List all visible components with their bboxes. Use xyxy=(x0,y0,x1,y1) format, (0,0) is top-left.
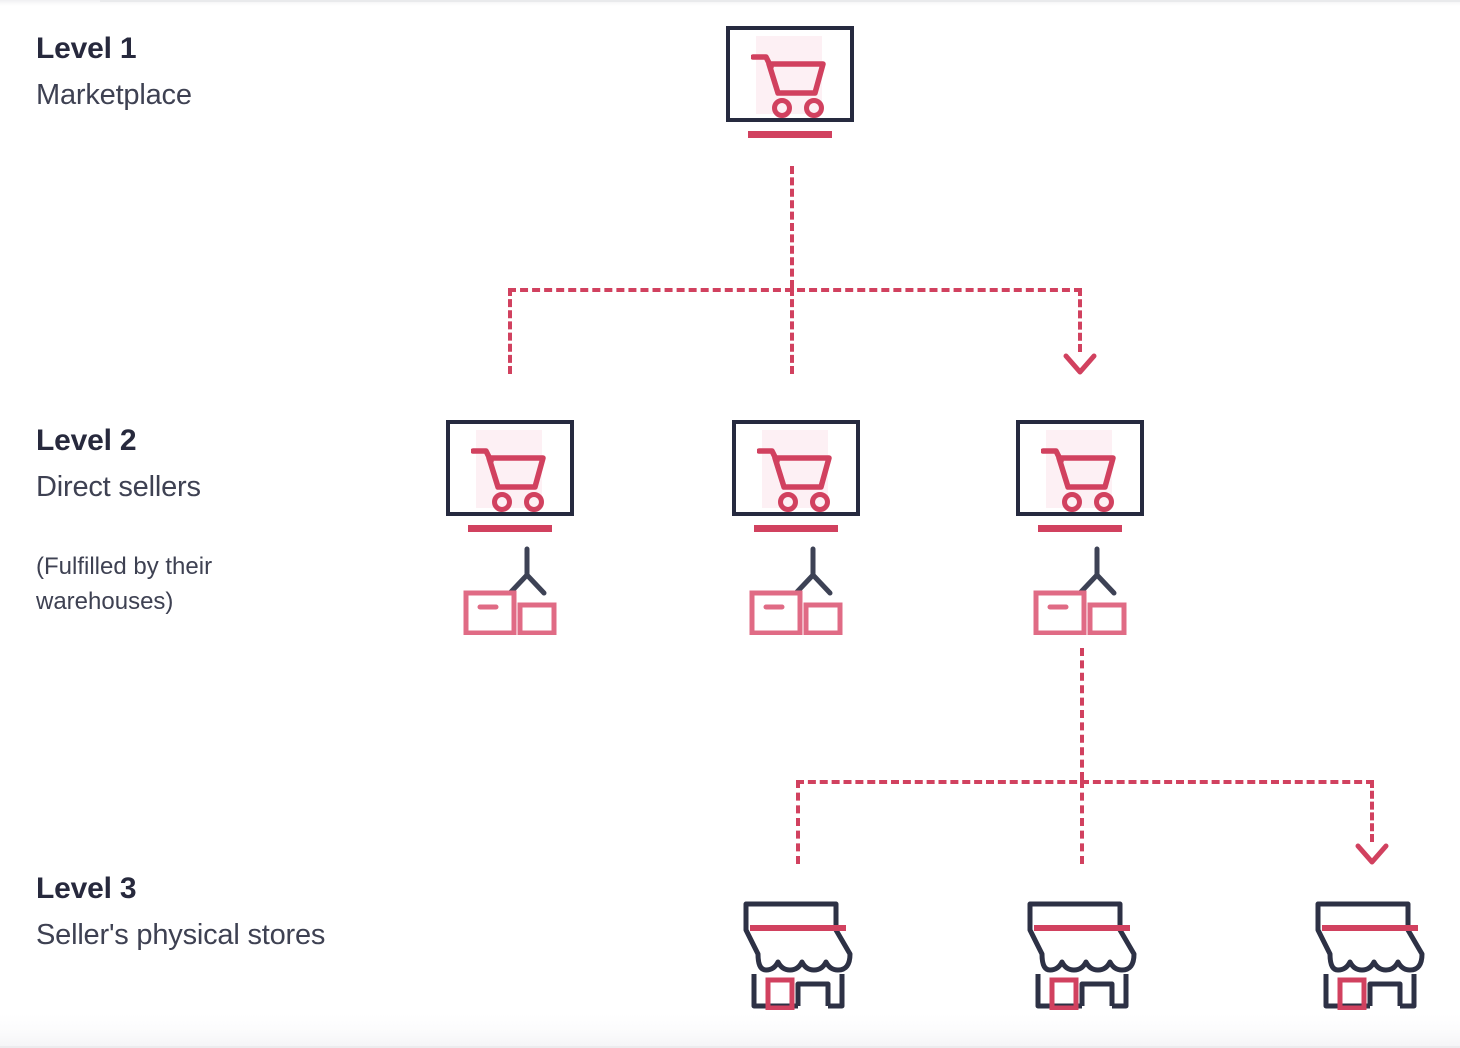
store-body-right xyxy=(1400,974,1417,1009)
level-3-node-2[interactable] xyxy=(1020,900,1148,1010)
level-3-title: Level 3 xyxy=(36,872,137,905)
level-2-warehouse-3[interactable] xyxy=(1032,545,1136,635)
level-2-note: (Fulfilled by their warehouses) xyxy=(36,553,213,615)
connector-upper-stem xyxy=(790,166,794,288)
connector-upper-branch-right xyxy=(1078,288,1082,352)
store-body-right xyxy=(828,974,845,1009)
arrow-down-icon xyxy=(1063,353,1097,375)
monitor-cart-icon xyxy=(732,420,860,538)
store-door xyxy=(795,981,831,1006)
shopping-cart-icon xyxy=(757,448,832,512)
storefront-icon xyxy=(1020,900,1148,1010)
page-bottom-band xyxy=(0,1014,1460,1048)
page-bottom-divider xyxy=(0,1046,1460,1048)
warehouse-icon xyxy=(462,545,566,635)
level-1-title: Level 1 xyxy=(36,32,137,65)
page-top-divider xyxy=(100,0,1460,2)
store-door xyxy=(1079,981,1115,1006)
level-3-label-group: Level 3 Seller's physical stores xyxy=(36,872,325,953)
connector-upper-bus xyxy=(508,288,1082,292)
shopping-cart-icon xyxy=(471,448,546,512)
level-1-subtitle: Marketplace xyxy=(36,78,192,111)
level-2-note-group: (Fulfilled by their warehouses) xyxy=(36,550,306,620)
level-2-node-2[interactable] xyxy=(732,420,860,538)
level-2-warehouse-1[interactable] xyxy=(462,545,566,635)
level-3-node-3[interactable] xyxy=(1308,900,1436,1010)
storefront-icon xyxy=(736,900,864,1010)
awning-shape xyxy=(1315,901,1425,973)
shopping-cart-icon xyxy=(751,54,826,118)
warehouse-shape xyxy=(463,546,557,635)
connector-lower-branch-left xyxy=(796,780,800,864)
warehouse-icon xyxy=(1032,545,1136,635)
awning-shape xyxy=(743,901,853,973)
level-3-node-1[interactable] xyxy=(736,900,864,1010)
monitor-stand xyxy=(468,525,552,532)
page-top-band xyxy=(0,0,1460,6)
warehouse-icon xyxy=(748,545,852,635)
level-2-node-1[interactable] xyxy=(446,420,574,538)
connector-upper-branch-center xyxy=(790,288,794,374)
awning-shape xyxy=(1027,901,1137,973)
level-1-node[interactable] xyxy=(726,26,854,144)
monitor-stand xyxy=(1038,525,1122,532)
store-window xyxy=(1337,977,1367,1010)
monitor-cart-icon xyxy=(446,420,574,538)
level-2-title: Level 2 xyxy=(36,424,137,457)
store-door xyxy=(1367,981,1403,1006)
monitor-stand xyxy=(748,131,832,138)
store-window xyxy=(1049,977,1079,1010)
warehouse-shape xyxy=(749,546,843,635)
connector-lower-bus xyxy=(796,780,1374,784)
level-2-label-group: Level 2 Direct sellers xyxy=(36,424,201,505)
monitor-cart-icon xyxy=(1016,420,1144,538)
shopping-cart-icon xyxy=(1041,448,1116,512)
crane-arm-icon xyxy=(1077,546,1117,596)
storefront-shape xyxy=(1315,901,1425,1010)
level-2-subtitle: Direct sellers xyxy=(36,470,201,503)
level-3-subtitle: Seller's physical stores xyxy=(36,918,326,951)
connector-lower-branch-right xyxy=(1370,780,1374,842)
store-body-right xyxy=(1112,974,1129,1009)
storefront-shape xyxy=(743,901,853,1010)
storefront-icon xyxy=(1308,900,1436,1010)
warehouse-shape xyxy=(1033,546,1127,635)
level-1-label-group: Level 1 Marketplace xyxy=(36,32,192,113)
monitor-cart-icon xyxy=(726,26,854,144)
connector-upper-branch-left xyxy=(508,288,512,374)
storefront-shape xyxy=(1027,901,1137,1010)
connector-lower-branch-center xyxy=(1080,780,1084,864)
crane-arm-icon xyxy=(793,546,833,596)
connector-lower-stem xyxy=(1080,648,1084,780)
store-window xyxy=(765,977,795,1010)
level-2-warehouse-2[interactable] xyxy=(748,545,852,635)
arrow-down-icon xyxy=(1355,843,1389,865)
level-2-node-3[interactable] xyxy=(1016,420,1144,538)
crane-arm-icon xyxy=(507,546,547,596)
monitor-stand xyxy=(754,525,838,532)
